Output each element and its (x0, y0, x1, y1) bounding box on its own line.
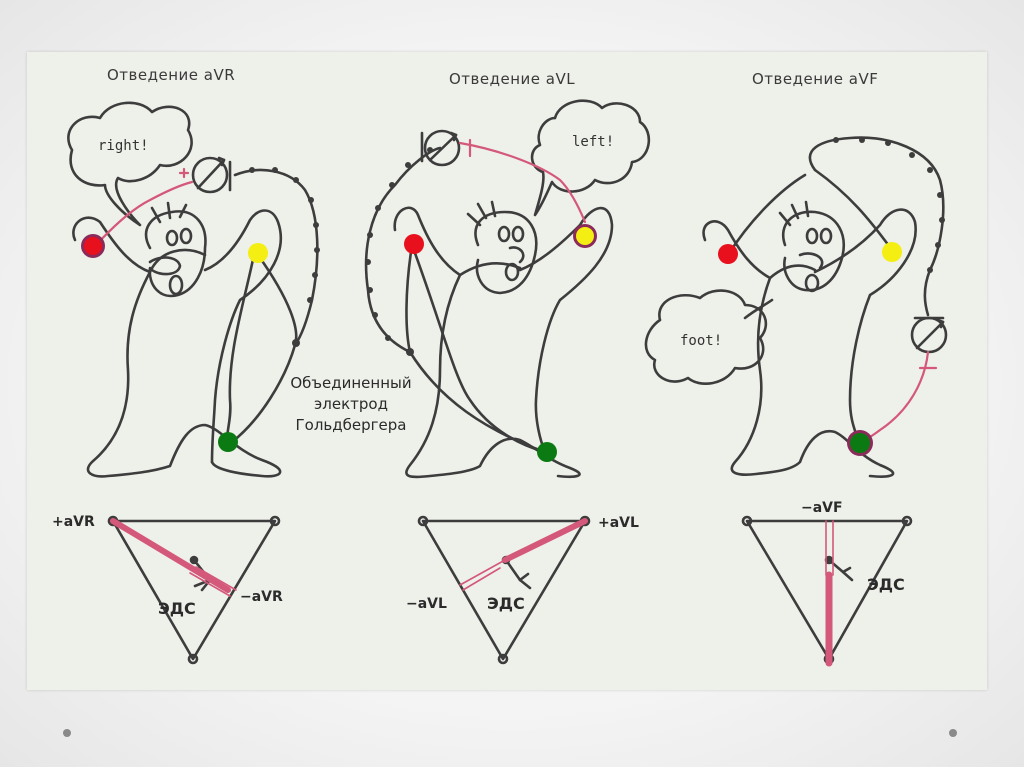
speech-bubble-icon (67, 101, 193, 227)
slide-corner-dot-left (63, 729, 71, 737)
speech-right: right! (98, 138, 149, 154)
galvanometer-icon (423, 129, 461, 167)
label-plus-avl: +aVL (598, 515, 639, 531)
wire-beads (249, 137, 945, 356)
active-leads (93, 138, 938, 667)
caption-line-1: Объединенный (290, 374, 412, 392)
label-emf-avl: ЭДС (487, 594, 525, 613)
slide-corner-dot-right (949, 729, 957, 737)
galvanometer-icon (191, 156, 229, 194)
speech-foot: foot! (680, 333, 723, 349)
speech-bubble-icon (644, 289, 768, 386)
caption-line-3: Гольдбергера (295, 416, 407, 434)
label-emf-avf: ЭДС (867, 575, 905, 594)
title-avr: Отведение aVR (107, 66, 236, 84)
label-minus-avf: −aVF (801, 500, 843, 516)
speech-left: left! (572, 134, 615, 150)
title-avl: Отведение aVL (449, 70, 576, 88)
label-plus-avr: +aVR (52, 514, 95, 530)
title-avf: Отведение aVF (752, 70, 879, 88)
speech-bubble-icon (530, 99, 651, 217)
label-emf-avr: ЭДС (158, 599, 196, 618)
label-minus-avr: −aVR (240, 589, 283, 605)
electrodes (81, 224, 902, 462)
caption-line-2: электрод (314, 395, 388, 413)
goldberger-electrode-caption: Объединенный электрод Гольдбергера (276, 373, 426, 436)
label-minus-avl: −aVL (406, 596, 447, 612)
